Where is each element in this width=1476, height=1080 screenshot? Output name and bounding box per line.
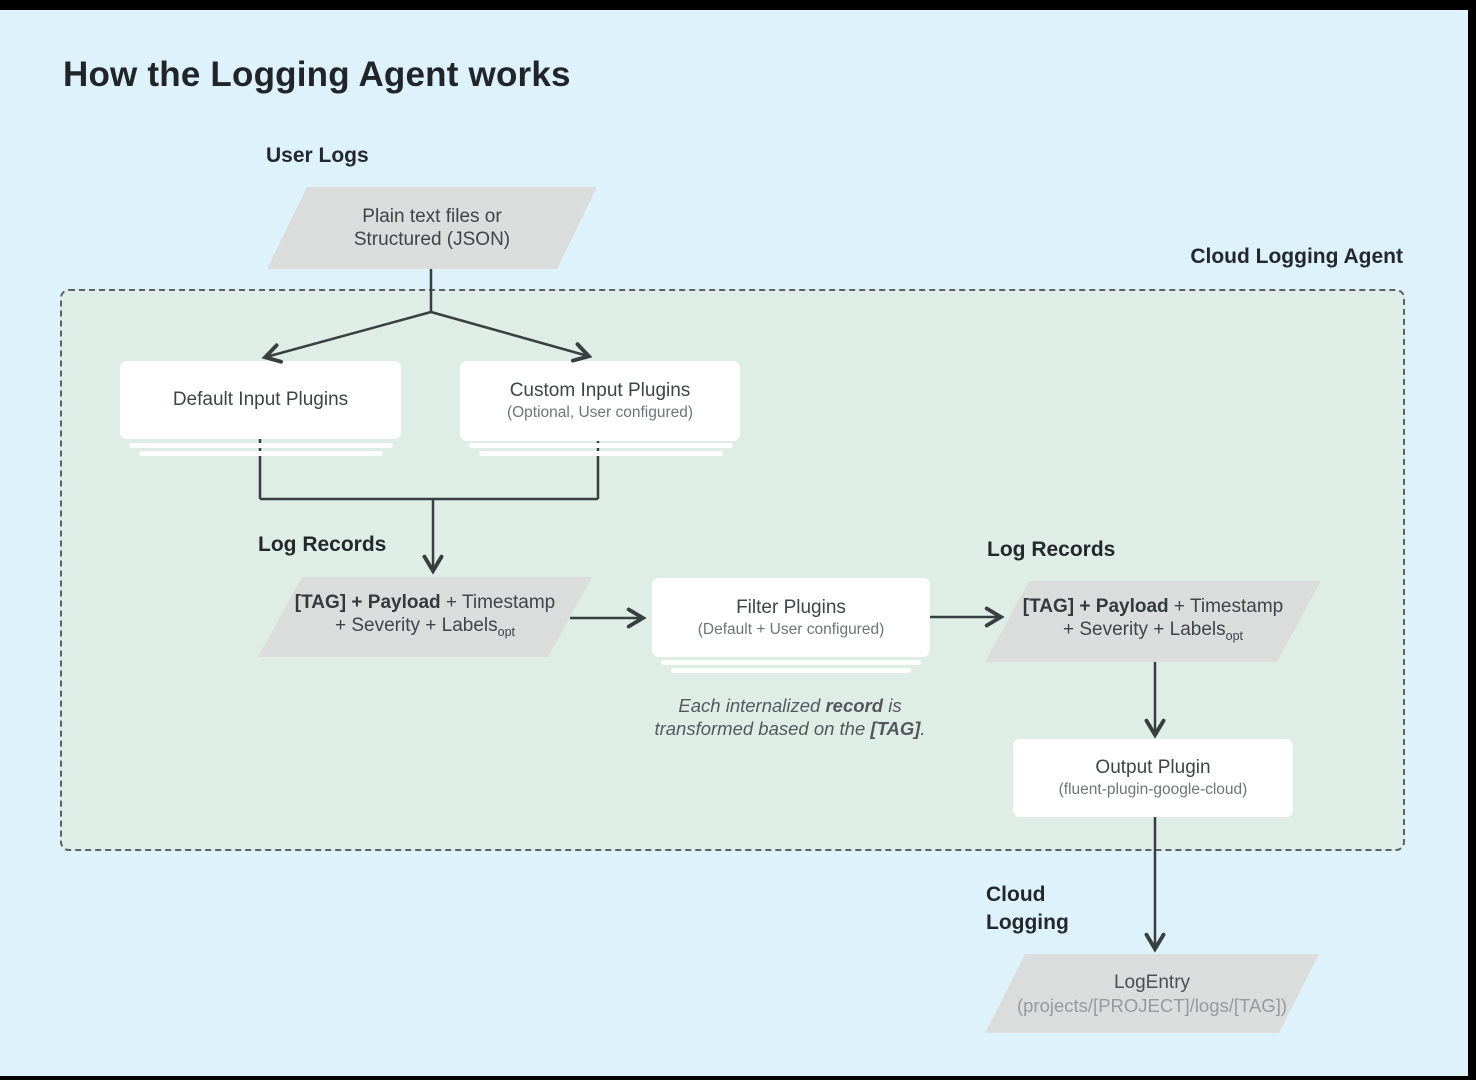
diagram-canvas: How the Logging Agent works User Logs Cl…	[0, 10, 1468, 1076]
stack-bar	[671, 668, 911, 673]
stack-bar	[479, 451, 723, 456]
log-record-right-node: [TAG] + Payload + Timestamp + Severity +…	[985, 581, 1321, 662]
user-logs-node: Plain text files or Structured (JSON)	[267, 187, 597, 269]
stack-bar	[139, 451, 383, 456]
cloud-logging-agent-label: Cloud Logging Agent	[1190, 245, 1403, 268]
stack-bar	[469, 443, 733, 448]
log-record-left-node: [TAG] + Payload + Timestamp + Severity +…	[258, 577, 592, 657]
record-transform-note: Each internalized record is transformed …	[654, 695, 926, 739]
output-plugin-node: Output Plugin (fluent-plugin-google-clou…	[1013, 739, 1293, 817]
default-input-plugins-node: Default Input Plugins	[120, 361, 401, 439]
stack-bar	[661, 660, 921, 665]
filter-plugins-node: Filter Plugins (Default + User configure…	[652, 578, 930, 657]
user-logs-label: User Logs	[266, 144, 369, 167]
log-entry-node: LogEntry (projects/[PROJECT]/logs/[TAG])	[985, 954, 1319, 1033]
custom-input-plugins-node: Custom Input Plugins (Optional, User con…	[460, 361, 740, 441]
log-records-left-label: Log Records	[258, 533, 387, 556]
page-title: How the Logging Agent works	[63, 55, 571, 94]
stack-bar	[129, 443, 393, 448]
cloud-logging-label: Cloud Logging	[986, 883, 1069, 934]
log-records-right-label: Log Records	[987, 538, 1116, 561]
